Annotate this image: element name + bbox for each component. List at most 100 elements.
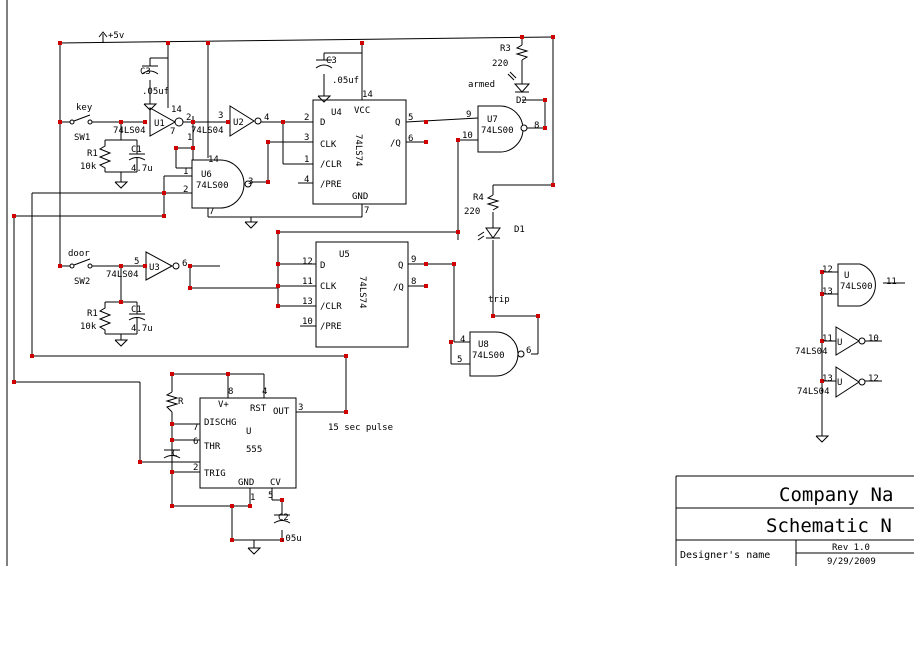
revision: Rev 1.0: [832, 543, 870, 553]
svg-text:6: 6: [182, 259, 187, 269]
timer-ref: U: [246, 427, 251, 437]
svg-text:8: 8: [228, 387, 233, 397]
u5-pre-pin: /PRE: [320, 322, 342, 332]
svg-text:2: 2: [183, 185, 188, 195]
u5-d-pin: D: [320, 261, 325, 271]
svg-text:13: 13: [822, 287, 833, 297]
date: 9/29/2009: [827, 557, 876, 567]
r4-value: 220: [464, 207, 480, 217]
svg-text:11: 11: [302, 277, 313, 287]
spare-nand-type: 74LS00: [840, 282, 873, 292]
svg-text:3: 3: [298, 403, 303, 413]
c3-right-ref: C3: [326, 56, 337, 66]
d1-ref: D1: [514, 225, 525, 235]
svg-text:14: 14: [171, 105, 182, 115]
u1-inverter: [149, 107, 184, 137]
svg-text:9: 9: [411, 255, 416, 265]
svg-text:6: 6: [526, 346, 531, 356]
svg-text:1: 1: [187, 133, 192, 143]
u2-type: 74LS04: [191, 126, 224, 136]
spare-inv2-type: 74LS04: [797, 387, 830, 397]
svg-text:4: 4: [304, 175, 309, 185]
svg-text:1: 1: [250, 493, 255, 503]
passive-components: [69, 31, 531, 524]
u4-flipflop: [312, 99, 407, 205]
d2-ref: D2: [516, 96, 527, 106]
spare-inv1-type: 74LS04: [795, 347, 828, 357]
svg-text:10: 10: [462, 131, 473, 141]
u5-flipflop: [315, 241, 409, 348]
spare-nand-gate: [837, 263, 876, 307]
timer-thr-pin: THR: [204, 442, 221, 452]
svg-text:5: 5: [408, 113, 413, 123]
spare-inv1-ref: U: [837, 338, 842, 348]
u7-ref: U7: [487, 115, 498, 125]
u4-vcc-pin: VCC: [354, 106, 370, 116]
timer-trig-pin: TRIG: [204, 469, 226, 479]
svg-text:13: 13: [822, 374, 833, 384]
c2-ref: C2: [278, 513, 289, 523]
schematic-title: Schematic N: [766, 515, 892, 537]
u3-ref: U3: [149, 263, 160, 273]
r1-bottom-ref: R1: [87, 309, 98, 319]
timer-gnd-pin: GND: [238, 478, 254, 488]
svg-text:11: 11: [822, 334, 833, 344]
junction-dots: [12, 35, 824, 542]
svg-text:5: 5: [134, 257, 139, 267]
u4-clk-pin: CLK: [320, 140, 337, 150]
rt-ref: R: [178, 397, 184, 407]
svg-text:3: 3: [218, 111, 223, 121]
u1-type: 74LS04: [113, 126, 146, 136]
ground-symbols: [114, 95, 830, 555]
spare-inverter-1: [835, 326, 866, 356]
svg-text:13: 13: [302, 297, 313, 307]
svg-text:11: 11: [886, 277, 897, 287]
u4-d-pin: D: [320, 118, 325, 128]
u7-nand-gate: [477, 105, 528, 153]
svg-text:1: 1: [183, 167, 188, 177]
ct-ref: C: [172, 449, 177, 459]
spare-nand-ref: U: [844, 271, 849, 281]
svg-text:10: 10: [868, 334, 879, 344]
c3-left-value: .05uf: [142, 87, 169, 97]
c2-value: .05u: [280, 534, 302, 544]
svg-text:14: 14: [208, 155, 219, 165]
u5-qn-pin: /Q: [393, 283, 404, 293]
title-block: [675, 475, 914, 566]
u1-ref: U1: [154, 119, 165, 129]
r4-ref: R4: [473, 193, 484, 203]
u4-ref: U4: [331, 108, 342, 118]
u3-type: 74LS04: [106, 270, 139, 280]
timer-out-pin: OUT: [273, 407, 290, 417]
svg-text:12: 12: [822, 265, 833, 275]
svg-text:7: 7: [170, 127, 175, 137]
spare-inv2-ref: U: [837, 378, 842, 388]
timer-v-pin: V+: [218, 400, 229, 410]
door-label: door: [68, 249, 90, 259]
key-label: key: [76, 103, 93, 113]
u7-type: 74LS00: [481, 126, 514, 136]
r3-ref: R3: [500, 44, 511, 54]
vcc-label: +5v: [108, 31, 124, 41]
designer-label: Designer's name: [680, 550, 770, 561]
svg-text:7: 7: [193, 423, 198, 433]
timer-555: [199, 397, 297, 489]
svg-text:7: 7: [209, 207, 214, 217]
svg-text:2: 2: [193, 463, 198, 473]
svg-text:14: 14: [362, 90, 373, 100]
u4-type: 74LS74: [353, 134, 363, 167]
svg-text:2: 2: [186, 113, 191, 123]
u5-clr-pin: /CLR: [320, 302, 342, 312]
svg-text:3: 3: [248, 177, 253, 187]
svg-text:5: 5: [457, 355, 462, 365]
u8-ref: U8: [478, 340, 489, 350]
svg-text:5: 5: [268, 491, 273, 501]
svg-text:9: 9: [466, 110, 471, 120]
u5-ref: U5: [339, 250, 350, 260]
timer-type: 555: [246, 445, 262, 455]
trip-label: trip: [488, 295, 510, 305]
c1-bottom-ref: C1: [131, 305, 142, 315]
u5-q-pin: Q: [398, 261, 403, 271]
